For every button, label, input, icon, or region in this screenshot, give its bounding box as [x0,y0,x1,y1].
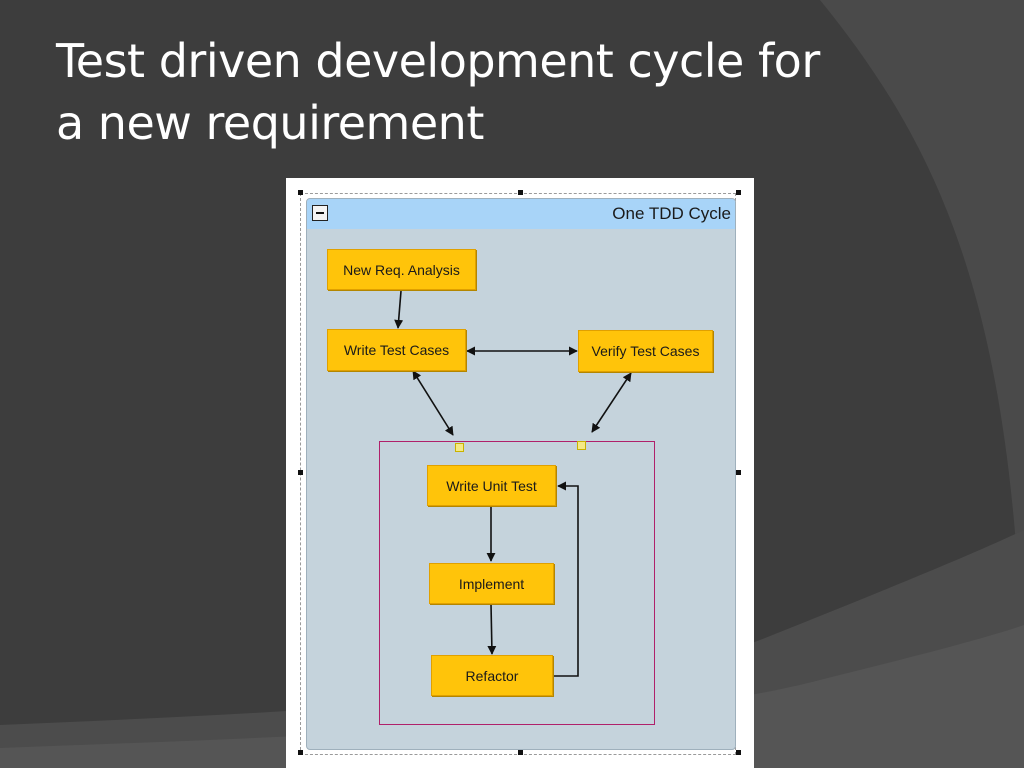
node-new-req-analysis[interactable]: New Req. Analysis [327,249,476,290]
panel-title: One TDD Cycle [612,204,731,223]
resize-handle-right[interactable] [736,470,741,475]
diagram-figure: One TDD Cycle New Req. Analysis Write Te… [286,178,754,768]
edge-analysis-to-write-test-cases [394,290,404,329]
edge-implement-to-refactor [487,603,497,655]
tdd-cycle-panel: One TDD Cycle New Req. Analysis Write Te… [306,198,736,750]
node-verify-test-cases[interactable]: Verify Test Cases [578,330,713,372]
node-implement[interactable]: Implement [429,563,554,604]
group-port-left [455,443,464,452]
slide-title: Test driven development cycle for a new … [56,30,956,154]
resize-handle-bottom-right[interactable] [736,750,741,755]
unit-test-cycle-group [379,441,655,725]
minus-icon[interactable] [312,205,328,221]
resize-handle-bottom[interactable] [518,750,523,755]
diagram-links [394,290,632,677]
edge-write-test-cases-to-group [412,370,454,436]
node-write-unit-test[interactable]: Write Unit Test [427,465,556,506]
resize-handle-bottom-left[interactable] [298,750,303,755]
node-write-test-cases[interactable]: Write Test Cases [327,329,466,371]
slide-title-line-2: a new requirement [56,96,484,150]
resize-handle-top[interactable] [518,190,523,195]
group-port-right [577,441,586,450]
node-refactor[interactable]: Refactor [431,655,553,696]
resize-handle-top-right[interactable] [736,190,741,195]
resize-handle-top-left[interactable] [298,190,303,195]
resize-handle-left[interactable] [298,470,303,475]
edge-refactor-to-write-unit-test [553,481,579,677]
edge-verify-test-cases-to-group [591,372,632,433]
panel-header: One TDD Cycle [307,199,735,229]
slide-title-line-1: Test driven development cycle for [56,34,820,88]
